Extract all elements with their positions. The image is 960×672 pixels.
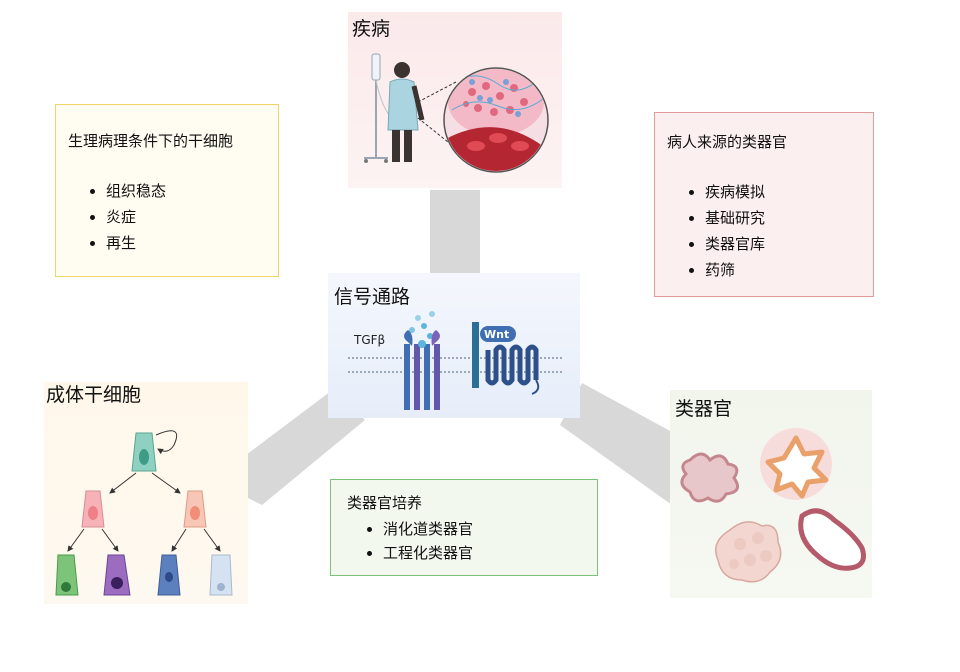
wnt-receptor-icon: Wnt	[472, 322, 540, 395]
organoid-icon	[798, 508, 866, 571]
patient-organoid-box: 病人来源的类器官 疾病模拟 基础研究 类器官库 药筛	[654, 112, 874, 297]
connector-top	[430, 190, 480, 290]
tissue-zoom-icon	[443, 67, 549, 173]
list-item: 基础研究	[705, 205, 765, 231]
wnt-label: Wnt	[484, 328, 509, 341]
patient-box-title: 病人来源的类器官	[667, 133, 788, 151]
signaling-panel	[328, 273, 580, 418]
tgf-beta-receptor-icon	[404, 311, 440, 410]
self-renewal-arrow	[155, 430, 178, 455]
disease-illustration	[364, 53, 549, 173]
progenitor-cell-icon	[81, 490, 207, 528]
organoid-title: 类器官	[675, 398, 733, 420]
list-item: 工程化类器官	[383, 541, 473, 565]
culture-box-list: 消化道类器官 工程化类器官	[361, 517, 473, 565]
list-item: 药筛	[705, 257, 765, 283]
stem-cell-lineage-diagram	[55, 430, 233, 596]
organoid-icon	[715, 521, 782, 583]
differentiated-cell-icon	[55, 554, 233, 596]
list-item: 组织稳态	[106, 178, 166, 204]
list-item: 消化道类器官	[383, 517, 473, 541]
organoid-culture-box: 类器官培养 消化道类器官 工程化类器官	[330, 479, 598, 576]
list-item: 疾病模拟	[705, 179, 765, 205]
stem-box-title: 生理病理条件下的干细胞	[68, 132, 234, 150]
signaling-illustration: TGFβ Wnt	[348, 311, 564, 410]
disease-title: 疾病	[352, 18, 391, 40]
patient-icon	[387, 62, 425, 162]
organoid-icon	[760, 428, 832, 500]
organoid-illustrations	[680, 428, 866, 583]
stem-cell-icon	[131, 432, 157, 472]
tgf-beta-label: TGFβ	[353, 333, 385, 347]
signaling-title: 信号通路	[334, 286, 411, 308]
list-item: 炎症	[106, 204, 166, 230]
culture-box-title: 类器官培养	[347, 494, 423, 512]
list-item: 类器官库	[705, 231, 765, 257]
cell-membrane-icon	[348, 357, 564, 373]
iv-stand-icon	[364, 53, 395, 163]
connector-right	[560, 383, 672, 505]
organoid-icon	[680, 452, 740, 503]
list-item: 再生	[106, 230, 166, 256]
stem-box-list: 组织稳态 炎症 再生	[84, 178, 166, 256]
patient-box-list: 疾病模拟 基础研究 类器官库 药筛	[683, 179, 765, 283]
stem-cell-conditions-box: 生理病理条件下的干细胞 组织稳态 炎症 再生	[55, 104, 279, 277]
adult-stem-title: 成体干细胞	[46, 384, 142, 406]
